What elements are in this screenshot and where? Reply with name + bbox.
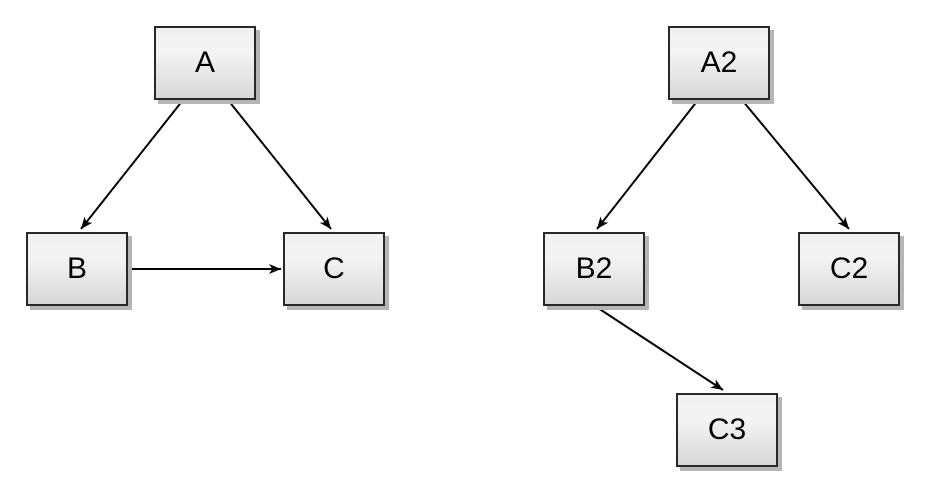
- edge-b2-to-c3[interactable]: [594, 305, 724, 391]
- node-c[interactable]: C: [283, 232, 385, 306]
- edge-a2-to-c2[interactable]: [741, 99, 850, 230]
- node-a2-label: A2: [700, 46, 738, 79]
- node-a-label: A: [194, 46, 215, 79]
- node-b[interactable]: B: [26, 232, 128, 306]
- node-b2[interactable]: B2: [543, 232, 645, 306]
- edge-a-to-c[interactable]: [227, 99, 332, 230]
- node-c2-label: C2: [829, 252, 869, 285]
- node-c2[interactable]: C2: [798, 232, 900, 306]
- node-b-label: B: [66, 252, 87, 285]
- node-c-label: C: [323, 252, 345, 285]
- edge-a2-to-b2[interactable]: [596, 99, 699, 230]
- node-c3[interactable]: C3: [676, 393, 778, 467]
- node-c3-label: C3: [707, 413, 747, 446]
- edge-a-to-b[interactable]: [80, 99, 184, 230]
- node-a2[interactable]: A2: [668, 26, 770, 100]
- node-b2-label: B2: [575, 252, 613, 285]
- node-a[interactable]: A: [154, 26, 256, 100]
